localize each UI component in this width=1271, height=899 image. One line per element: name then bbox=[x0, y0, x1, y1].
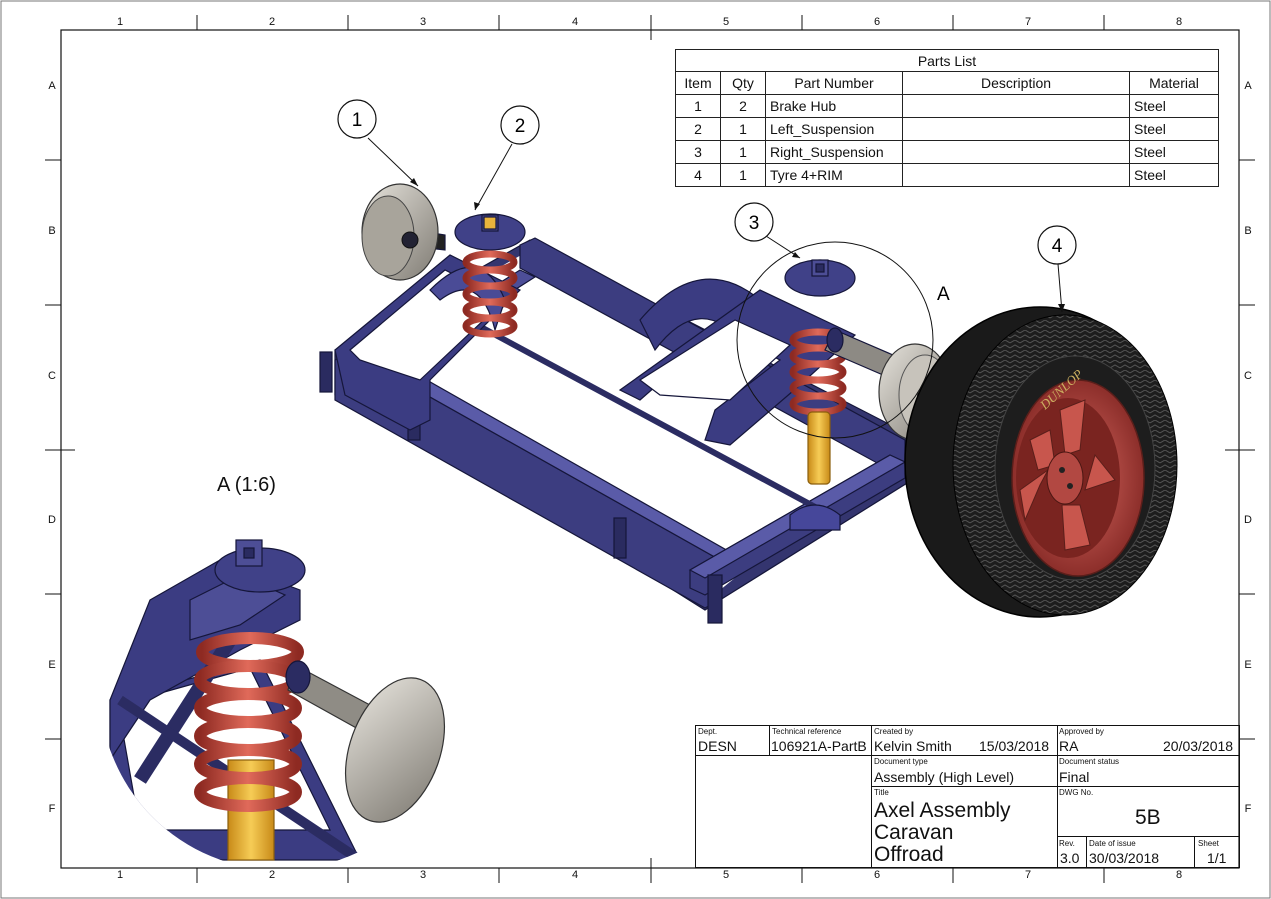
tb-approved-by-label: Approved by bbox=[1059, 727, 1104, 736]
zone-row-d-right: D bbox=[1244, 514, 1252, 526]
zone-row-e: E bbox=[48, 659, 56, 671]
zone-col-7-bottom: 7 bbox=[1024, 869, 1032, 881]
tb-created-date: 15/03/2018 bbox=[979, 738, 1050, 754]
svg-text:3: 3 bbox=[749, 213, 760, 234]
svg-text:1: 1 bbox=[352, 110, 363, 131]
tb-doc-status-label: Document status bbox=[1059, 757, 1120, 766]
zone-row-b: B bbox=[48, 225, 56, 237]
balloon-4: 4 bbox=[1037, 225, 1077, 313]
zone-col-5-bottom: 5 bbox=[722, 869, 730, 881]
zone-col-1-bottom: 1 bbox=[116, 869, 124, 881]
tb-issue-label: Date of issue bbox=[1089, 839, 1136, 848]
zone-row-a-right: A bbox=[1244, 80, 1252, 92]
detail-marker-a: A bbox=[937, 284, 950, 305]
detail-view-a bbox=[109, 539, 446, 865]
zone-row-f: F bbox=[48, 803, 56, 815]
table-row: 2 1 Left_Suspension Steel bbox=[675, 117, 1219, 141]
svg-text:4: 4 bbox=[1052, 236, 1063, 257]
zone-col-4-bottom: 4 bbox=[571, 869, 579, 881]
tyre-and-rim: DUNLOP bbox=[904, 306, 1178, 618]
tb-title-line-3: Offroad bbox=[874, 843, 944, 866]
zone-row-f-right: F bbox=[1244, 803, 1252, 815]
tb-dept: DESN bbox=[698, 738, 737, 754]
axle-assembly-view: DUNLOP A bbox=[319, 183, 1178, 624]
header-description: Description bbox=[902, 71, 1130, 95]
tb-title-line-1: Axel Assembly bbox=[874, 799, 1011, 822]
header-part-number: Part Number bbox=[765, 71, 903, 95]
table-row: 1 2 Brake Hub Steel bbox=[675, 94, 1219, 118]
tb-issue-date: 30/03/2018 bbox=[1089, 850, 1160, 866]
tb-rev-label: Rev. bbox=[1059, 839, 1075, 848]
table-row: 3 1 Right_Suspension Steel bbox=[675, 140, 1219, 164]
tb-dwg-no: 5B bbox=[1135, 806, 1161, 829]
zone-col-3: 3 bbox=[419, 16, 427, 28]
zone-col-6: 6 bbox=[873, 16, 881, 28]
zone-col-8: 8 bbox=[1175, 16, 1183, 28]
zone-col-5: 5 bbox=[722, 16, 730, 28]
tb-doc-type: Assembly (High Level) bbox=[874, 769, 1015, 785]
zone-col-8-bottom: 8 bbox=[1175, 869, 1183, 881]
detail-view-label: A (1:6) bbox=[217, 474, 276, 496]
zone-row-c: C bbox=[48, 370, 56, 382]
tb-rev: 3.0 bbox=[1060, 850, 1080, 866]
table-row: 4 1 Tyre 4+RIM Steel bbox=[675, 163, 1219, 187]
zone-col-4: 4 bbox=[571, 16, 579, 28]
zone-col-7: 7 bbox=[1024, 16, 1032, 28]
zone-col-2: 2 bbox=[268, 16, 276, 28]
tb-tech-ref-label: Technical reference bbox=[772, 727, 842, 736]
tb-approved-by: RA bbox=[1059, 738, 1079, 754]
tb-created-by-label: Created by bbox=[874, 727, 914, 736]
zone-col-1: 1 bbox=[116, 16, 124, 28]
tb-title-line-2: Caravan bbox=[874, 821, 954, 844]
tb-title-label: Title bbox=[874, 788, 889, 797]
tb-tech-ref: 106921A-PartB bbox=[771, 738, 867, 754]
parts-list-table: Parts List Item Qty Part Number Descript… bbox=[675, 49, 1219, 187]
svg-text:2: 2 bbox=[515, 116, 526, 137]
zone-row-a: A bbox=[48, 80, 56, 92]
tb-dwg-label: DWG No. bbox=[1059, 788, 1094, 797]
title-block-grid bbox=[695, 725, 1240, 868]
header-qty: Qty bbox=[720, 71, 766, 95]
zone-col-6-bottom: 6 bbox=[873, 869, 881, 881]
header-item: Item bbox=[675, 71, 721, 95]
zone-row-d: D bbox=[48, 514, 56, 526]
left-suspension bbox=[334, 213, 526, 431]
tb-created-by: Kelvin Smith bbox=[874, 738, 952, 754]
tb-approved-date: 20/03/2018 bbox=[1163, 738, 1234, 754]
header-material: Material bbox=[1129, 71, 1219, 95]
balloons: 1 2 3 4 bbox=[337, 99, 1077, 313]
detail-circle-a bbox=[736, 241, 934, 439]
tb-doc-status: Final bbox=[1059, 769, 1090, 785]
right-suspension bbox=[618, 259, 901, 485]
balloon-1: 1 bbox=[337, 99, 419, 187]
tb-dept-label: Dept. bbox=[698, 727, 718, 736]
zone-col-2-bottom: 2 bbox=[268, 869, 276, 881]
zone-row-b-right: B bbox=[1244, 225, 1252, 237]
zone-row-e-right: E bbox=[1244, 659, 1252, 671]
tb-sheet-label: Sheet bbox=[1198, 839, 1219, 848]
parts-list-title: Parts List bbox=[675, 49, 1219, 72]
tb-doc-type-label: Document type bbox=[874, 757, 928, 766]
balloon-2: 2 bbox=[474, 105, 540, 211]
zone-row-c-right: C bbox=[1244, 370, 1252, 382]
left-brake-hub bbox=[361, 183, 439, 281]
tb-sheet: 1/1 bbox=[1207, 850, 1227, 866]
zone-col-3-bottom: 3 bbox=[419, 869, 427, 881]
balloon-3: 3 bbox=[734, 202, 801, 259]
